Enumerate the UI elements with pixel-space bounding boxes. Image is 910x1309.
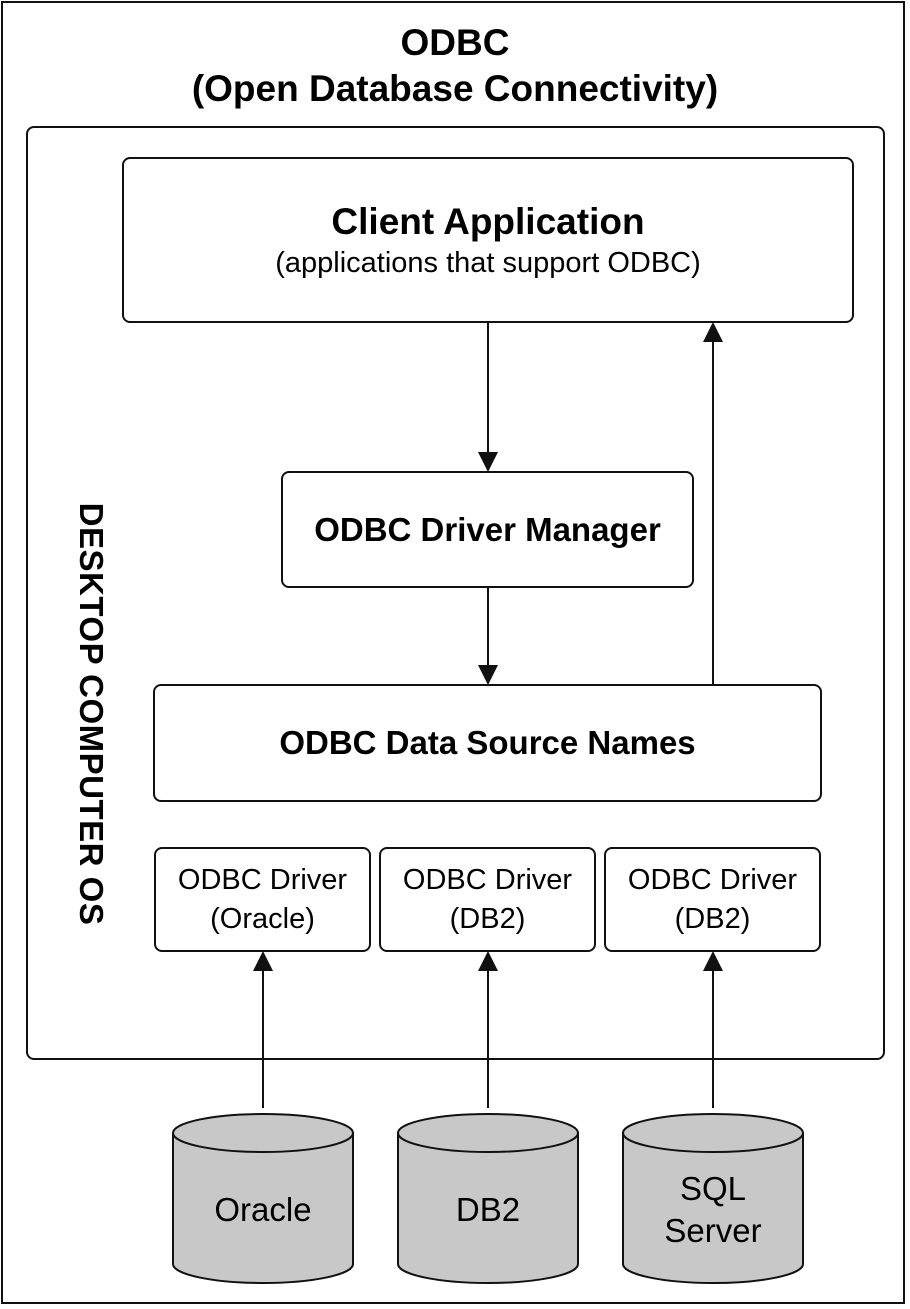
driver-label-line1: ODBC Driver — [627, 863, 798, 896]
client-application-title: Client Application — [331, 201, 645, 242]
diagram-subtitle: (Open Database Connectivity) — [191, 68, 719, 109]
driver-manager-box: ODBC Driver Manager — [281, 471, 694, 588]
driver-manager-label: ODBC Driver Manager — [314, 510, 661, 548]
arrowhead-client — [703, 322, 723, 342]
arrowhead-manager — [478, 452, 498, 472]
database-cylinder-db2 — [397, 1113, 579, 1284]
driver-box-sql-server: ODBC Driver (DB2) — [604, 847, 821, 952]
desktop-os-container — [26, 126, 885, 1060]
database-cylinder-oracle — [172, 1113, 354, 1284]
driver-box-oracle: ODBC Driver (Oracle) — [154, 847, 371, 952]
client-application-box: Client Application (applications that su… — [122, 157, 854, 323]
driver-box-db2: ODBC Driver (DB2) — [379, 847, 596, 952]
arrowhead-driver-db2 — [478, 951, 498, 971]
arrowhead-driver-oracle — [253, 951, 273, 971]
driver-label-line2: (DB2) — [674, 902, 751, 935]
driver-label-line1: ODBC Driver — [177, 863, 348, 896]
database-cylinder-sqlserver — [622, 1113, 804, 1284]
database-label-db2: DB2 — [397, 1189, 579, 1231]
database-label-sqlserver: SQL Server — [622, 1168, 804, 1252]
database-label-line1: DB2 — [455, 1191, 521, 1228]
data-source-names-box: ODBC Data Source Names — [153, 684, 822, 802]
data-source-names-label: ODBC Data Source Names — [279, 724, 696, 761]
driver-label-line2: (Oracle) — [210, 902, 315, 935]
diagram-title: ODBC — [400, 22, 510, 63]
arrowhead-dsn — [478, 665, 498, 685]
arrowhead-driver-sqlserver — [703, 951, 723, 971]
driver-label-line1: ODBC Driver — [402, 863, 573, 896]
database-label-line1: Oracle — [214, 1191, 312, 1228]
database-label-oracle: Oracle — [172, 1189, 354, 1231]
driver-label-line2: (DB2) — [449, 902, 526, 935]
database-label-line1: SQL — [679, 1170, 747, 1207]
database-label-line2: Server — [664, 1212, 762, 1249]
client-application-subtitle: (applications that support ODBC) — [275, 247, 701, 279]
